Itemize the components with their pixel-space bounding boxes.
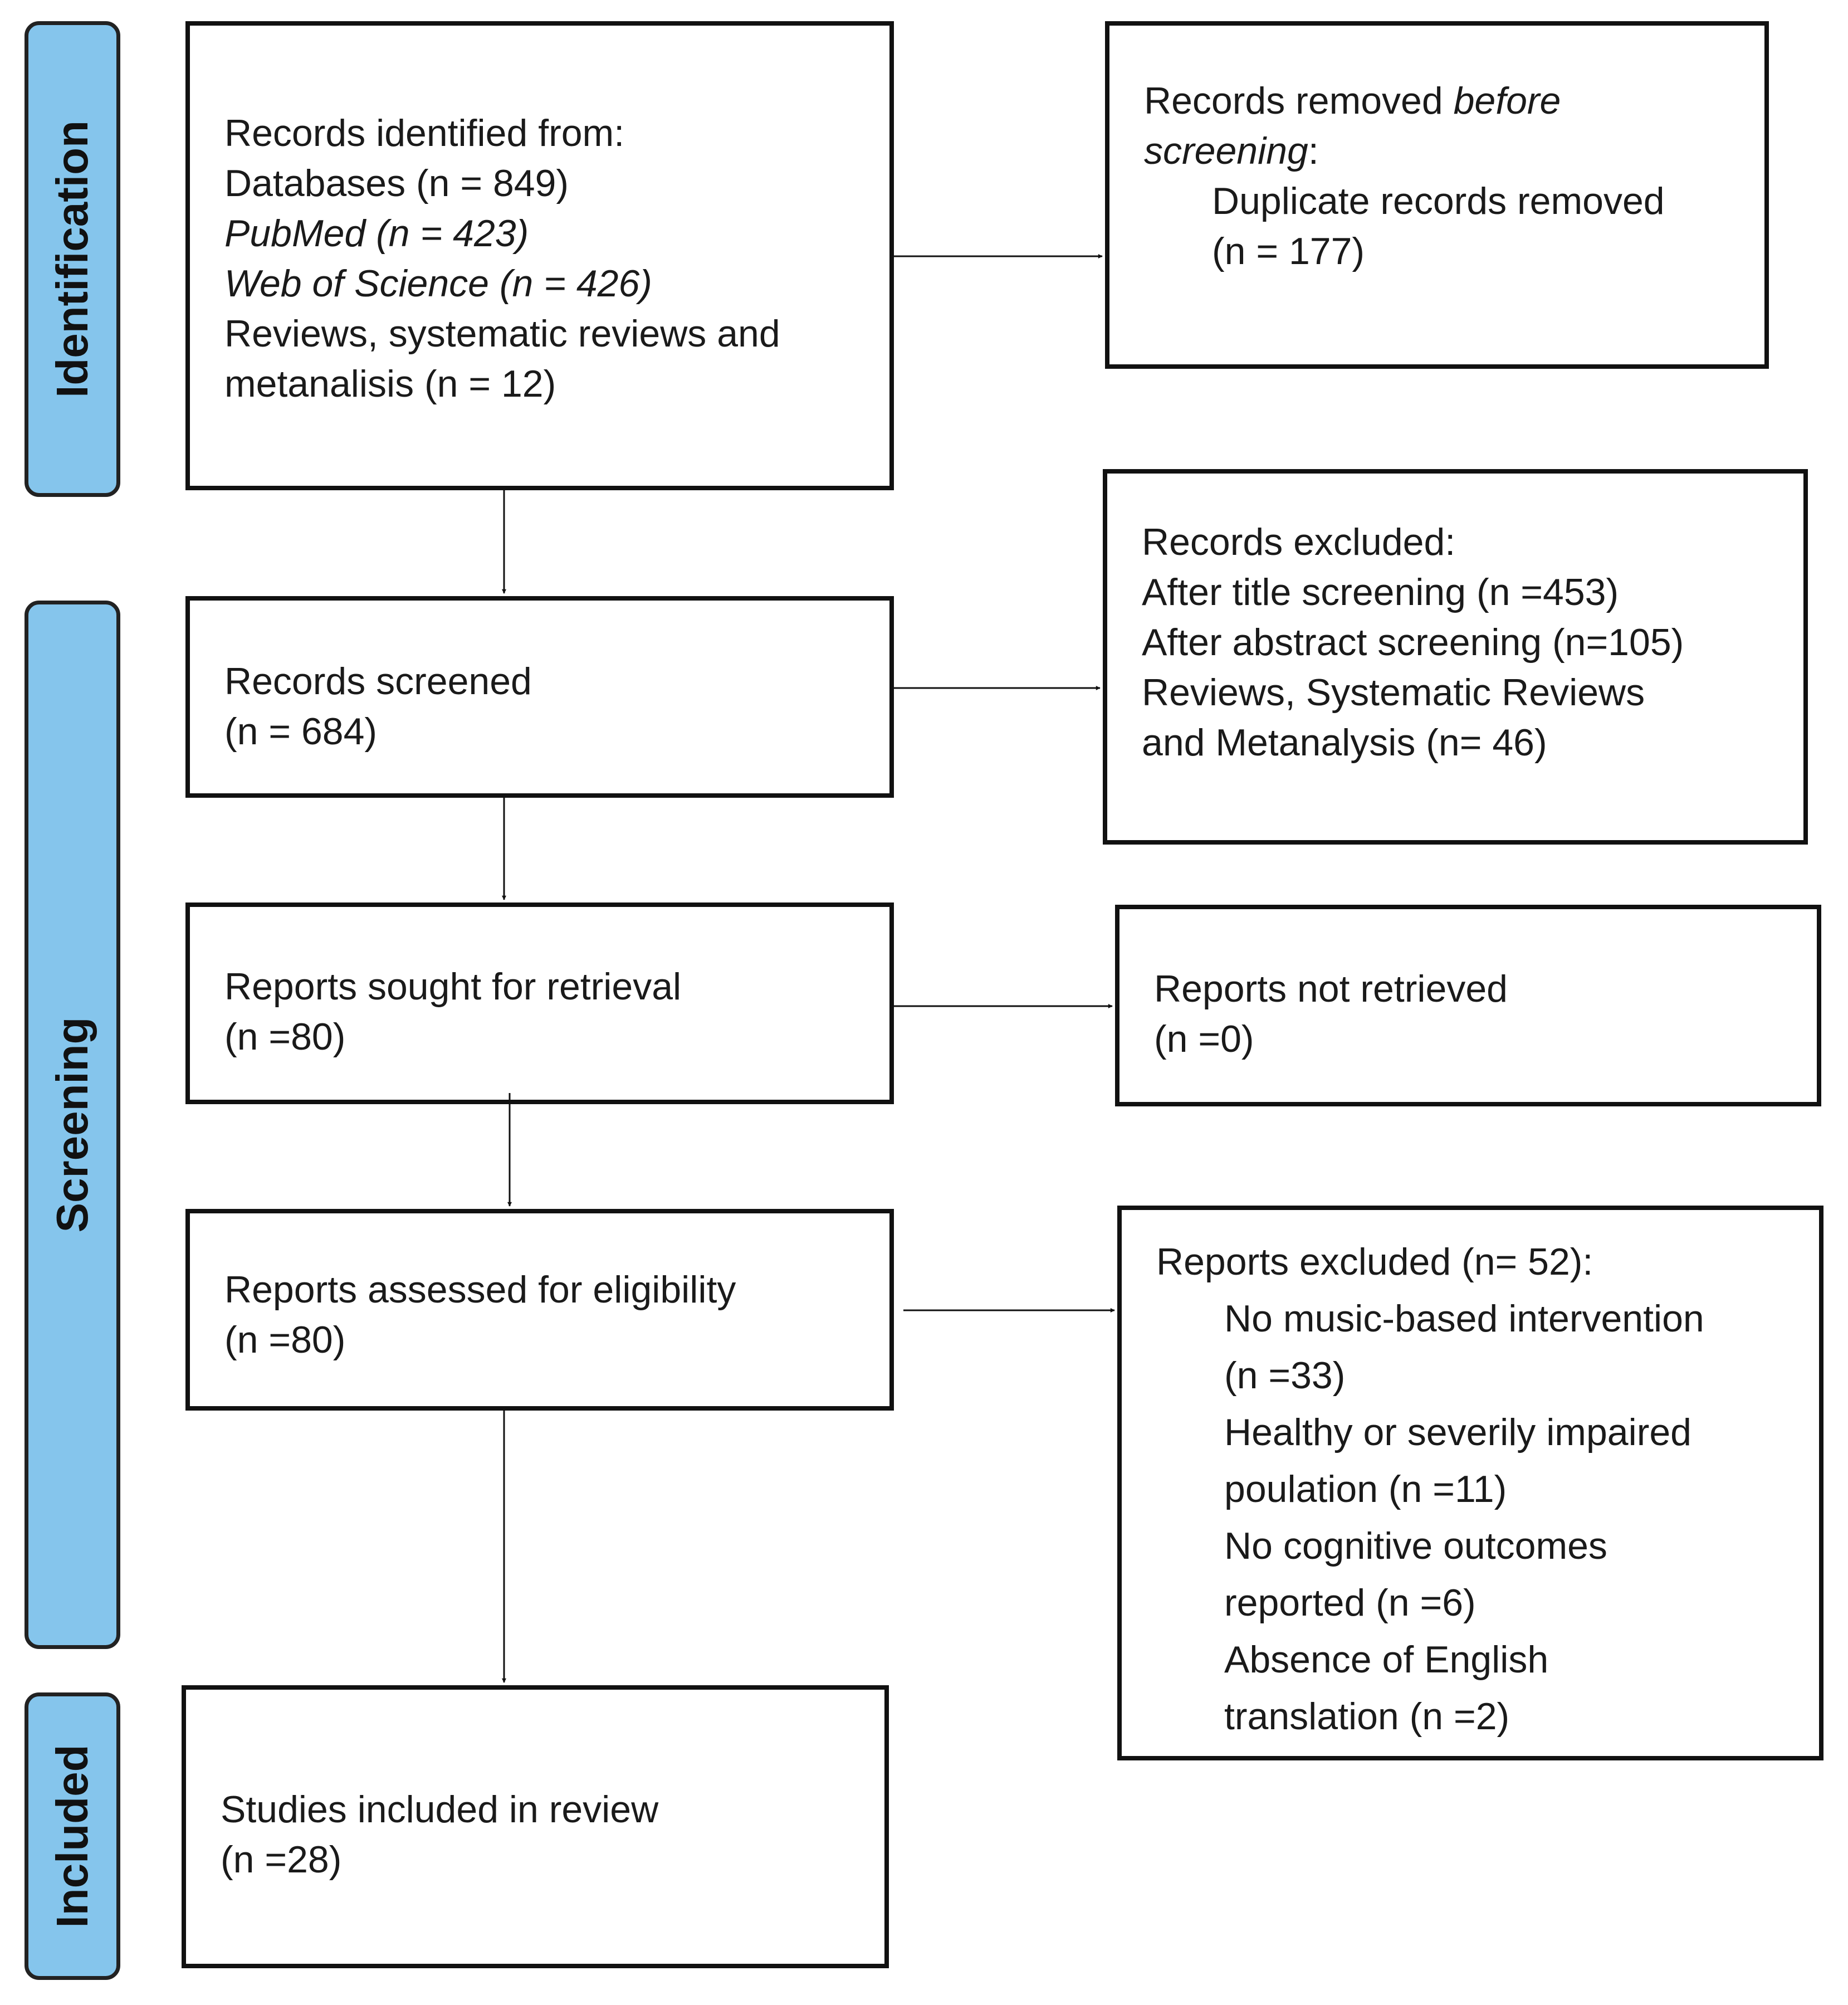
records-removed-count: (n = 177) (1212, 230, 1365, 272)
records-identified-box: Records identified from: Databases (n = … (185, 21, 894, 490)
reports-assessed-count: (n =80) (224, 1319, 346, 1361)
records-identified-wos: Web of Science (n = 426) (224, 262, 652, 305)
reports-excluded-population-count: poulation (n =11) (1224, 1468, 1507, 1510)
records-excluded-abstract-screening: After abstract screening (n=105) (1142, 621, 1684, 664)
records-excluded-metanalysis: and Metanalysis (n= 46) (1142, 721, 1547, 764)
phase-identification: Identification (25, 21, 120, 497)
reports-sought-title: Reports sought for retrieval (224, 965, 682, 1008)
reports-excluded-no-english-count: translation (n =2) (1224, 1695, 1510, 1738)
records-screened-title: Records screened (224, 660, 532, 703)
reports-excluded-no-cognitive-count: reported (n =6) (1224, 1582, 1476, 1624)
records-excluded-title-screening: After title screening (n =453) (1142, 571, 1619, 613)
records-removed-colon: : (1308, 130, 1319, 172)
records-removed-before: before (1453, 80, 1561, 122)
records-screened-box: Records screened (n = 684) (185, 596, 894, 798)
reports-excluded-box: Reports excluded (n= 52): No music-based… (1117, 1206, 1823, 1760)
studies-included-count: (n =28) (221, 1838, 342, 1881)
records-removed-screening: screening (1144, 130, 1308, 172)
records-excluded-title: Records excluded: (1142, 521, 1456, 563)
reports-excluded-no-english: Absence of English (1224, 1638, 1549, 1681)
phase-screening: Screening (25, 601, 120, 1649)
reports-excluded-title: Reports excluded (n= 52): (1156, 1241, 1593, 1283)
records-removed-box: Records removed before screening: Duplic… (1105, 21, 1769, 369)
records-identified-title: Records identified from: (224, 112, 625, 154)
reports-not-retrieved-count: (n =0) (1154, 1018, 1254, 1060)
reports-assessed-box: Reports assessed for eligibility (n =80) (185, 1209, 894, 1411)
records-removed-duplicates: Duplicate records removed (1212, 180, 1665, 222)
reports-not-retrieved-title: Reports not retrieved (1154, 968, 1508, 1010)
records-identified-pubmed: PubMed (n = 423) (224, 212, 529, 255)
reports-excluded-no-music-count: (n =33) (1224, 1354, 1346, 1397)
records-removed-title: Records removed (1144, 80, 1454, 122)
studies-included-title: Studies included in review (221, 1788, 659, 1831)
reports-excluded-no-music: No music-based intervention (1224, 1297, 1704, 1340)
phase-included: Included (25, 1692, 120, 1980)
records-excluded-reviews: Reviews, Systematic Reviews (1142, 671, 1645, 714)
records-identified-databases: Databases (n = 849) (224, 162, 569, 204)
reports-excluded-no-cognitive: No cognitive outcomes (1224, 1525, 1607, 1567)
studies-included-box: Studies included in review (n =28) (182, 1685, 889, 1968)
records-identified-metanalisis: metanalisis (n = 12) (224, 363, 556, 405)
records-excluded-box: Records excluded: After title screening … (1103, 469, 1808, 845)
reports-not-retrieved-box: Reports not retrieved (n =0) (1115, 905, 1821, 1106)
reports-excluded-population: Healthy or severily impaired (1224, 1411, 1691, 1453)
reports-sought-count: (n =80) (224, 1016, 346, 1058)
records-identified-reviews: Reviews, systematic reviews and (224, 313, 780, 355)
reports-assessed-title: Reports assessed for eligibility (224, 1269, 736, 1311)
records-screened-count: (n = 684) (224, 710, 378, 753)
reports-sought-box: Reports sought for retrieval (n =80) (185, 903, 894, 1104)
